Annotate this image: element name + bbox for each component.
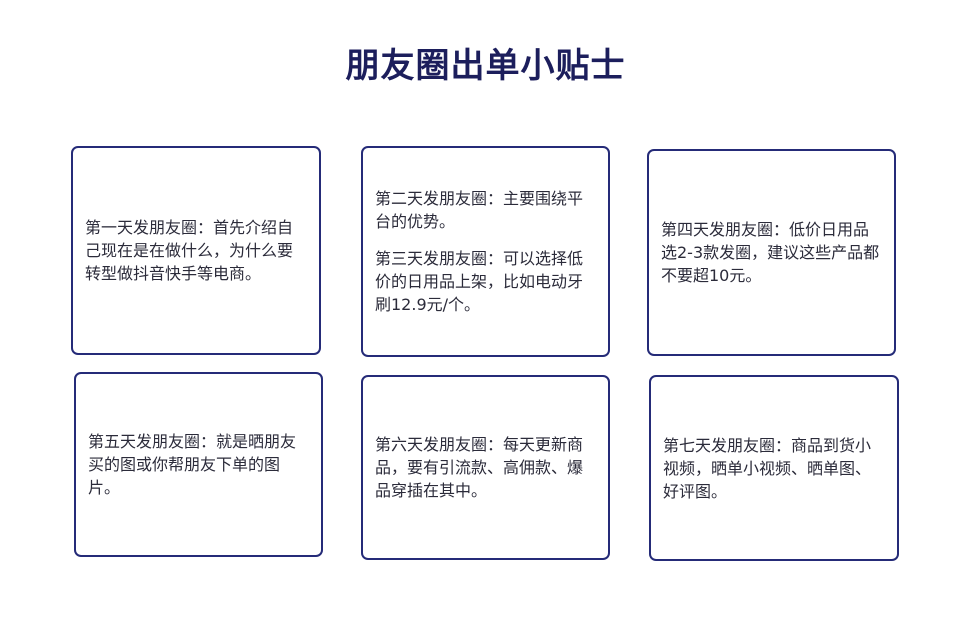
tip-card-day-2-3: 第二天发朋友圈：主要围绕平台的优势。 第三天发朋友圈：可以选择低价的日用品上架，… — [361, 146, 610, 357]
tip-card-day-4: 第四天发朋友圈：低价日用品选2-3款发圈，建议这些产品都不要超10元。 — [647, 149, 896, 356]
tip-card-day-1: 第一天发朋友圈：首先介绍自己现在是在做什么，为什么要转型做抖音快手等电商。 — [71, 146, 321, 355]
tip-card-day-5: 第五天发朋友圈：就是晒朋友买的图或你帮朋友下单的图片。 — [74, 372, 323, 557]
tip-card-day-6: 第六天发朋友圈：每天更新商品，要有引流款、高佣款、爆品穿插在其中。 — [361, 375, 610, 560]
tip-text: 第四天发朋友圈：低价日用品选2-3款发圈，建议这些产品都不要超10元。 — [661, 220, 880, 285]
tip-text: 第一天发朋友圈：首先介绍自己现在是在做什么，为什么要转型做抖音快手等电商。 — [85, 218, 294, 283]
tip-text: 第二天发朋友圈：主要围绕平台的优势。 — [375, 189, 584, 231]
tip-text: 第七天发朋友圈：商品到货小视频，晒单小视频、晒单图、好评图。 — [663, 435, 872, 501]
tip-text: 第三天发朋友圈：可以选择低价的日用品上架，比如电动牙刷12.9元/个。 — [375, 249, 584, 314]
tip-text: 第五天发朋友圈：就是晒朋友买的图或你帮朋友下单的图片。 — [88, 432, 297, 497]
tip-text: 第六天发朋友圈：每天更新商品，要有引流款、高佣款、爆品穿插在其中。 — [375, 435, 584, 500]
page-title: 朋友圈出单小贴士 — [345, 46, 626, 86]
tip-card-day-7: 第七天发朋友圈：商品到货小视频，晒单小视频、晒单图、好评图。 — [649, 375, 899, 561]
